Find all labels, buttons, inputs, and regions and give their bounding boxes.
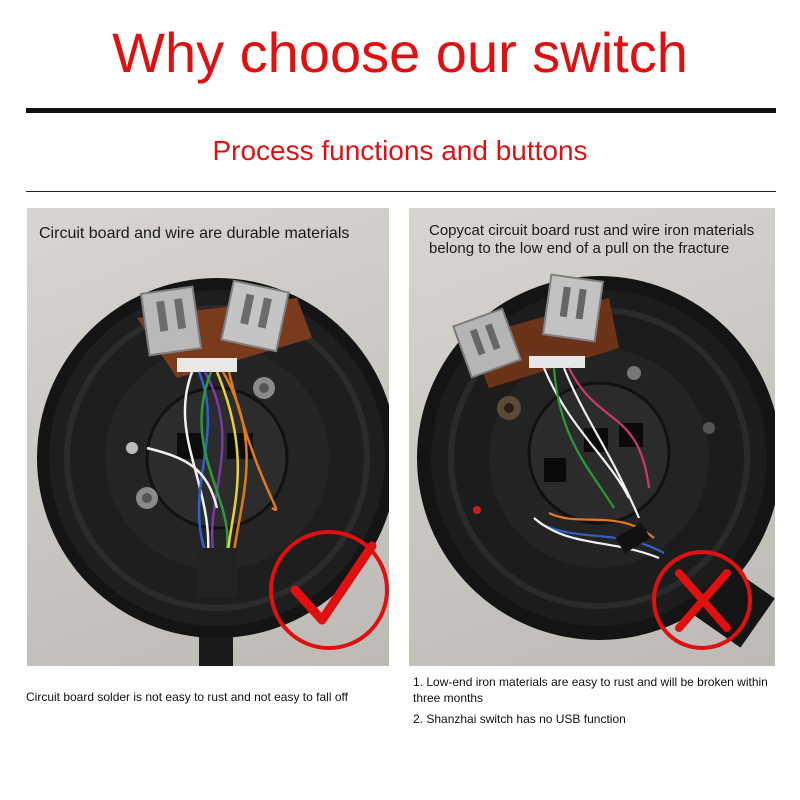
genuine-caption: Circuit board and wire are durable mater… [39, 225, 350, 242]
genuine-switch-illustration [37, 278, 389, 666]
cross-icon [675, 569, 731, 632]
cross-mark-badge [652, 550, 752, 650]
copycat-caption: Copycat circuit board rust and wire iron… [429, 222, 755, 257]
usb-port [452, 307, 522, 379]
copycat-switch-photo: Copycat circuit board rust and wire iron… [409, 208, 775, 666]
title-divider [26, 108, 776, 113]
section-subtitle: Process functions and buttons [212, 135, 588, 166]
genuine-switch-photo: Circuit board and wire are durable mater… [27, 208, 389, 666]
check-mark-badge [269, 530, 389, 650]
copycat-note-1: 1. Low-end iron materials are easy to ru… [413, 675, 768, 705]
copycat-note-2: 2. Shanzhai switch has no USB function [413, 712, 626, 726]
copycat-switch-illustration [417, 273, 775, 650]
usb-port [541, 273, 605, 343]
usb-port [139, 285, 203, 357]
genuine-note: Circuit board solder is not easy to rust… [26, 690, 348, 704]
check-icon [290, 541, 377, 625]
subtitle-divider [26, 191, 776, 192]
page-title: Why choose our switch [112, 21, 688, 84]
usb-port [220, 279, 290, 353]
